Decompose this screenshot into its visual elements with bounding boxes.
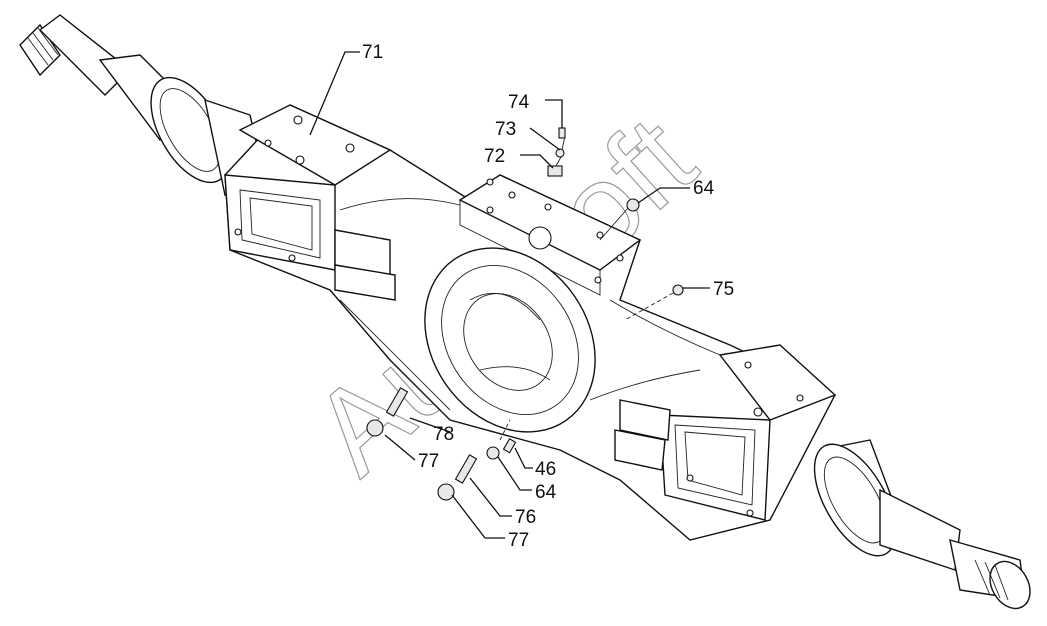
label-77-lower: 77: [508, 530, 529, 551]
label-73: 73: [495, 119, 516, 140]
nut-77-upper: [366, 419, 384, 437]
label-72: 72: [484, 146, 505, 167]
label-64-bottom: 64: [535, 482, 557, 503]
label-78: 78: [433, 424, 454, 445]
nut-72: [547, 165, 563, 177]
mounting-holes: [234, 115, 804, 517]
label-76: 76: [515, 507, 536, 528]
label-74: 74: [508, 92, 530, 113]
axle-housing-body: [224, 104, 837, 541]
plug-64-bottom: [486, 446, 500, 460]
plug-64-top: [626, 198, 640, 212]
part-labels: 71 74 73 72 64 75 78 77 46 64 76 77: [362, 42, 734, 551]
label-71: 71: [362, 42, 383, 63]
right-spindle: [813, 439, 1031, 610]
label-77-upper: 77: [418, 451, 439, 472]
label-75: 75: [713, 279, 734, 300]
pin-46: [502, 438, 517, 454]
label-46: 46: [535, 459, 556, 480]
nut-77-lower: [437, 483, 455, 501]
hardware-parts: [366, 127, 684, 501]
leader-lines: [309, 51, 710, 539]
washer-73: [555, 148, 565, 158]
stud-78: [385, 387, 409, 417]
left-spindle: [19, 14, 266, 196]
fitting-75: [672, 284, 684, 296]
stud-76: [454, 454, 478, 484]
bolt-74: [558, 127, 566, 139]
label-64-top: 64: [693, 178, 715, 199]
